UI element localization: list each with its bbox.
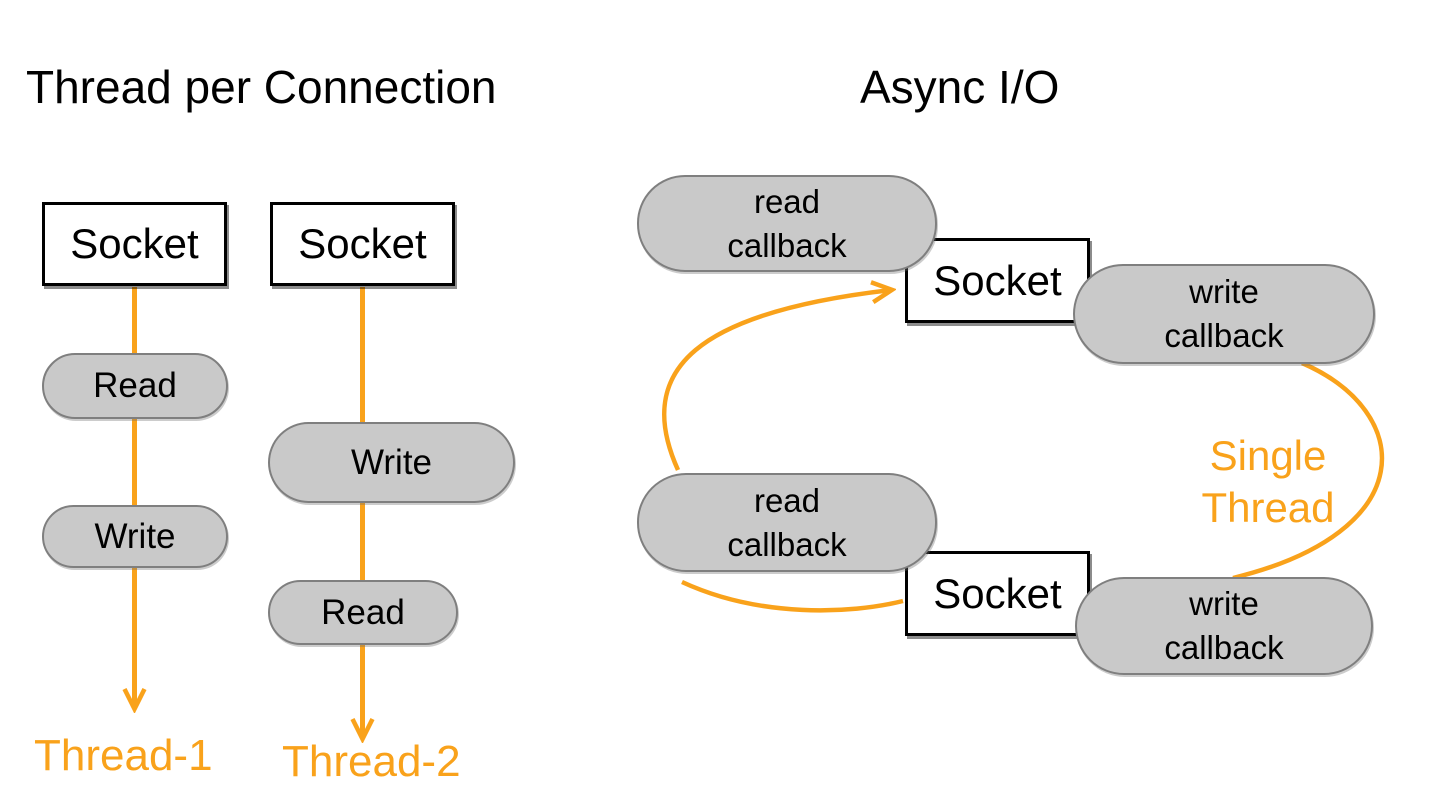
event-loop-arc-bottom	[681, 579, 904, 613]
socket-box-right-bottom: Socket	[905, 551, 1090, 636]
event-loop-arc-left	[661, 290, 891, 471]
socket-box-left-1: Socket	[42, 202, 227, 286]
socket-label: Socket	[298, 220, 427, 267]
step-label: Read	[321, 592, 405, 632]
callback-label: write callback	[1164, 273, 1284, 354]
step-label: Write	[350, 442, 433, 482]
step-label: Write	[94, 516, 176, 556]
thread1-label: Thread-1	[34, 731, 213, 780]
thread2-label: Thread-2	[282, 737, 461, 786]
single-thread-arc	[1232, 360, 1385, 581]
socket-label: Socket	[933, 569, 1062, 617]
socket-box-right-top: Socket	[905, 238, 1090, 323]
read-callback-pill-bottom: read callback	[637, 473, 937, 572]
write-step-pill-col1: Write	[42, 505, 228, 568]
callback-label: read callback	[727, 481, 847, 563]
write-callback-pill-top: write callback	[1073, 264, 1375, 364]
left-panel-title: Thread per Connection	[26, 61, 497, 113]
read-step-pill-col2: Read	[268, 580, 458, 645]
socket-box-left-2: Socket	[270, 202, 455, 286]
right-panel-title: Async I/O	[860, 61, 1060, 113]
socket-label: Socket	[933, 256, 1062, 304]
callback-label: read callback	[727, 182, 847, 264]
step-label: Read	[93, 366, 177, 405]
write-callback-pill-bottom: write callback	[1075, 577, 1373, 675]
socket-label: Socket	[70, 220, 199, 267]
read-callback-pill-top: read callback	[637, 175, 937, 272]
read-step-pill-col1: Read	[42, 353, 228, 419]
single-thread-label: Single Thread	[1201, 432, 1335, 531]
callback-label: write callback	[1164, 585, 1284, 666]
write-step-pill-col2: Write	[268, 422, 515, 503]
